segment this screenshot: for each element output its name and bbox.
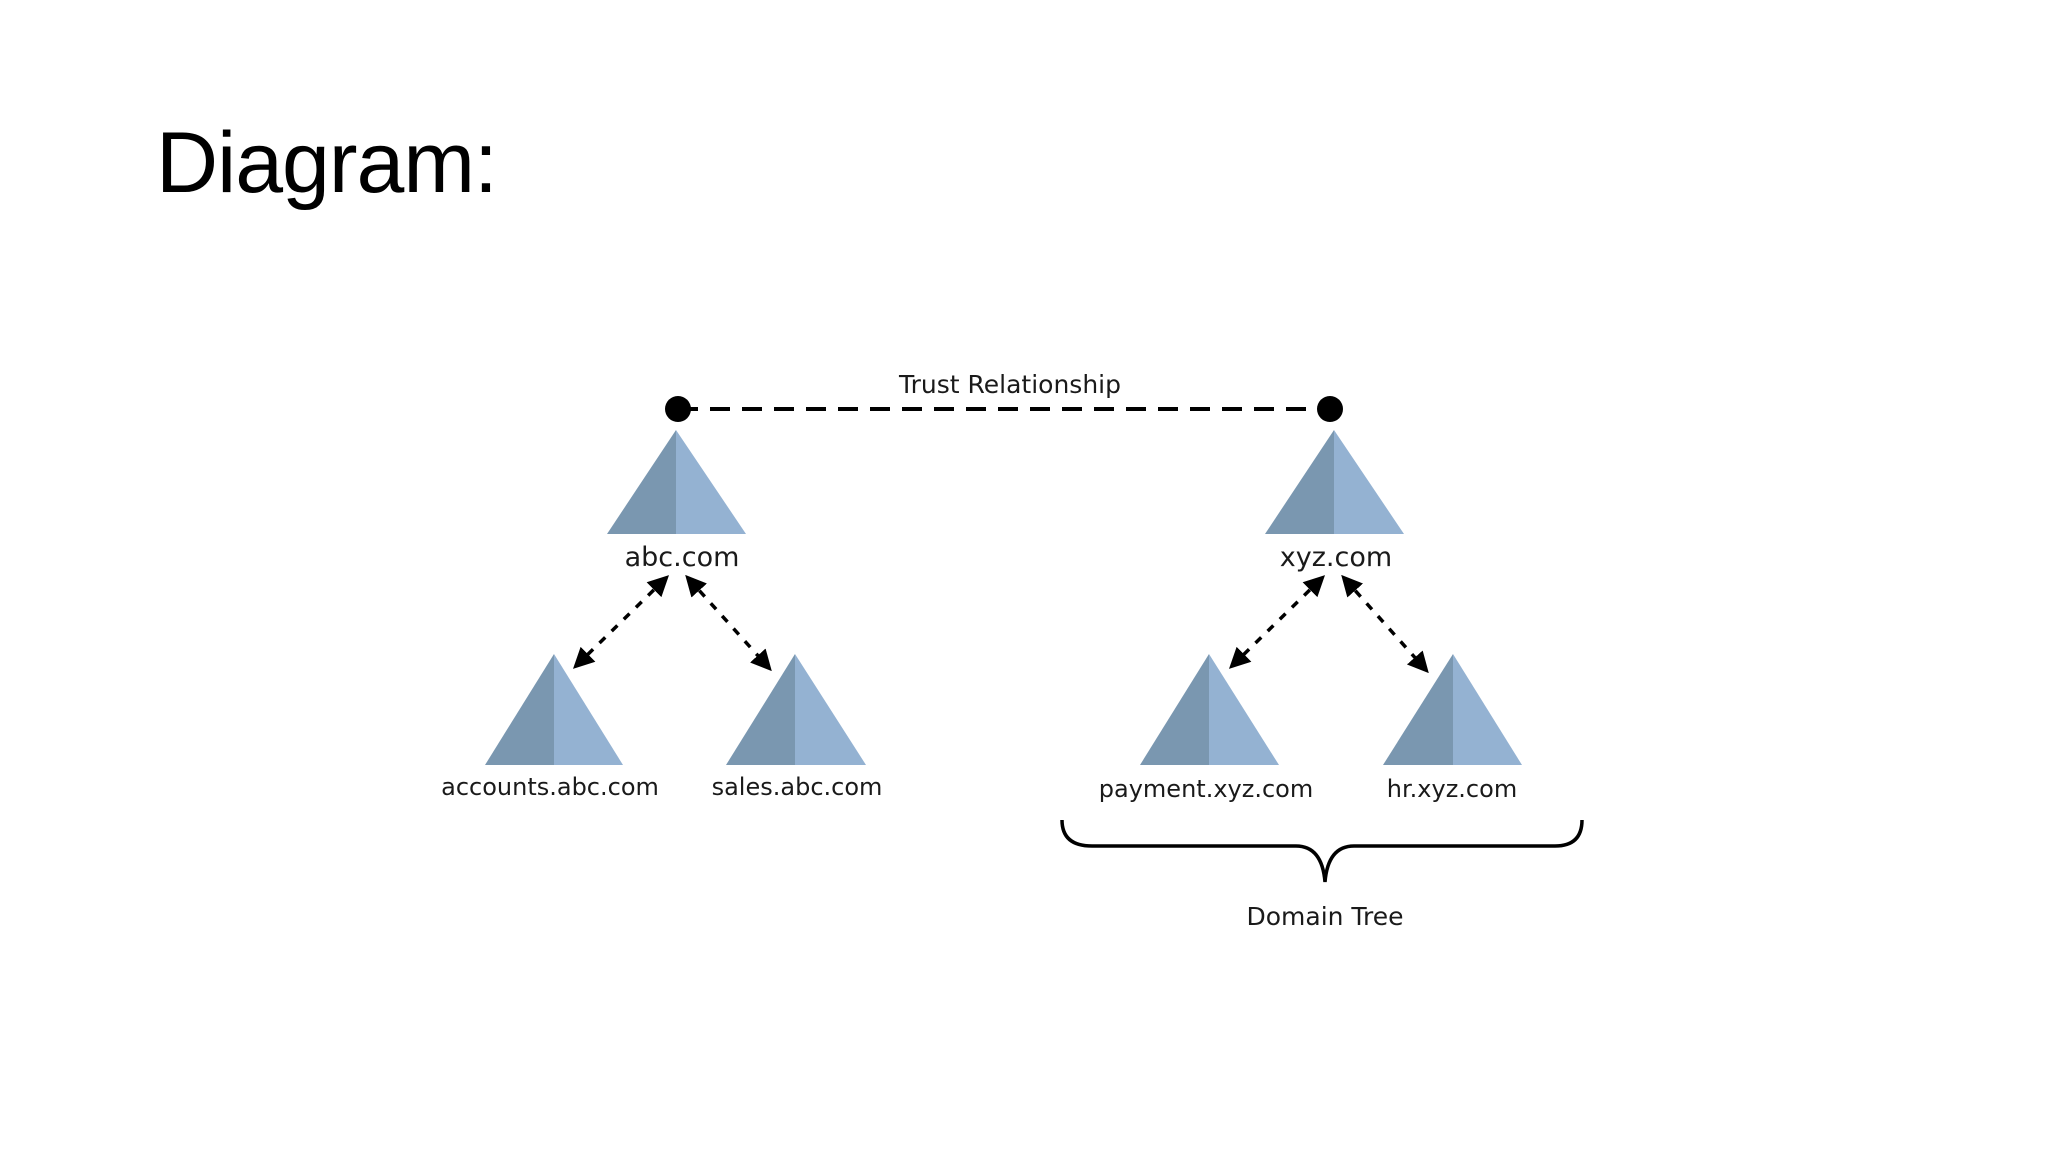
arrow-xyz-to-payment <box>1228 575 1326 669</box>
domain-label-hr: hr.xyz.com <box>1387 775 1517 803</box>
domain-tree-brace <box>1060 819 1584 883</box>
domain-triangle-left-face <box>1265 430 1334 534</box>
domain-node-xyz-root <box>1265 430 1404 534</box>
domain-triangle-left-face <box>726 654 795 765</box>
trust-endpoint-xyz <box>1317 396 1343 422</box>
domain-node-payment <box>1140 654 1279 765</box>
domain-triangle-left-face <box>1140 654 1209 765</box>
domain-triangle-left-face <box>607 430 676 534</box>
domain-tree-label: Domain Tree <box>1246 902 1403 931</box>
domain-node-abc-root <box>607 430 746 534</box>
domain-triangle-right-face <box>554 654 623 765</box>
domain-label-sales: sales.abc.com <box>712 773 883 801</box>
domain-label-xyz: xyz.com <box>1280 542 1392 573</box>
domain-triangle-right-face <box>795 654 866 765</box>
domain-label-accounts: accounts.abc.com <box>441 773 659 801</box>
domain-triangle-right-face <box>1453 654 1522 765</box>
domain-node-sales <box>726 654 866 765</box>
trust-relationship-label: Trust Relationship <box>898 370 1121 399</box>
domain-node-hr <box>1383 654 1522 765</box>
domain-triangle-right-face <box>1334 430 1404 534</box>
domain-triangle-left-face <box>1383 654 1453 765</box>
domain-node-accounts <box>485 654 623 765</box>
arrow-abc-to-sales <box>685 574 772 672</box>
domain-triangle-right-face <box>676 430 746 534</box>
domain-label-payment: payment.xyz.com <box>1099 775 1313 803</box>
domain-triangle-right-face <box>1209 654 1279 765</box>
domain-triangle-left-face <box>485 654 554 765</box>
arrow-abc-to-accounts <box>572 575 670 669</box>
arrow-xyz-to-hr <box>1341 574 1429 674</box>
trust-endpoint-abc <box>665 396 691 422</box>
domain-label-abc: abc.com <box>625 542 740 573</box>
slide-title: Diagram: <box>156 115 498 211</box>
